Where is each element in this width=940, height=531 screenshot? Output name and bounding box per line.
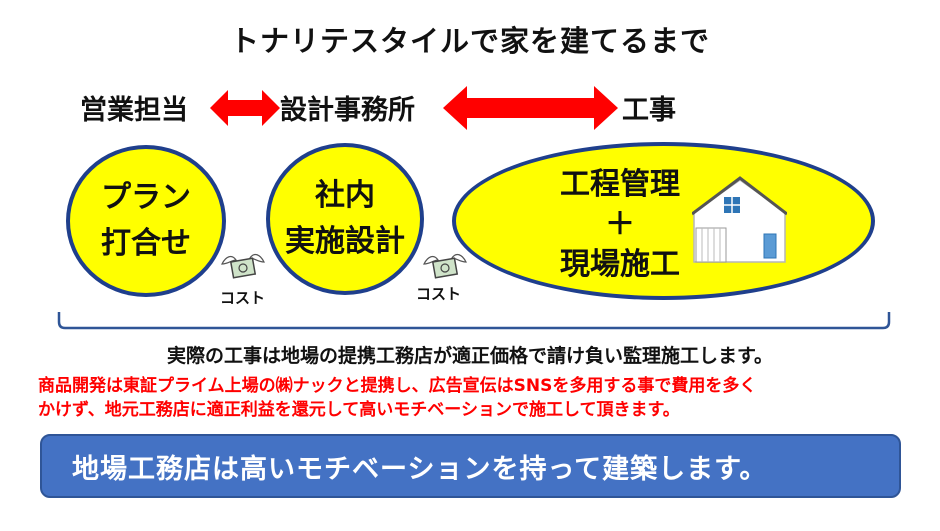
step-build-line1: 工程管理 (560, 167, 680, 202)
flying-money-icon (221, 253, 265, 279)
flying-money-icon (423, 253, 467, 279)
house-icon (692, 176, 787, 263)
cost-label-1: コスト (220, 289, 266, 307)
role-sales: 営業担当 (80, 95, 188, 126)
step-build-text: 工程管理 ＋ 現場施工 (540, 165, 700, 285)
note-main: 実際の工事は地場の提携工務店が適正価格で請け負い監理施工します。 (166, 345, 774, 367)
step-build-line2: 現場施工 (560, 247, 680, 282)
page-title: トナリテスタイルで家を建てるまで (229, 24, 710, 58)
note-red: 商品開発は東証プライム上場の㈱ナックと提携し、広告宣伝はSNSを多用する事で費用… (38, 374, 918, 422)
step-build-plus: ＋ (605, 207, 635, 242)
step-plan-line2: 打合せ (101, 226, 191, 261)
cost-label-2: コスト (416, 285, 462, 303)
role-design-office: 設計事務所 (280, 95, 415, 126)
step-design-circle: 社内 実施設計 (266, 143, 424, 295)
step-plan-circle: プラン 打合せ (66, 145, 226, 297)
note-red-line1: 商品開発は東証プライム上場の㈱ナックと提携し、広告宣伝はSNSを多用する事で費用… (38, 376, 757, 396)
step-build-ellipse (452, 142, 875, 300)
note-red-line2: かけず、地元工務店に適正利益を還元して高いモチベーションで施工して頂きます。 (38, 400, 680, 420)
step-design-line2: 実施設計 (285, 224, 405, 259)
summary-banner: 地場工務店は高いモチベーションを持って建築します。 (40, 434, 901, 498)
step-plan-line1: プラン (101, 180, 191, 215)
double-arrow-large (443, 86, 618, 130)
double-arrow-small (210, 90, 280, 126)
step-design-line1: 社内 (315, 178, 375, 213)
grouping-bracket (57, 312, 891, 330)
role-construction: 工事 (622, 95, 676, 126)
